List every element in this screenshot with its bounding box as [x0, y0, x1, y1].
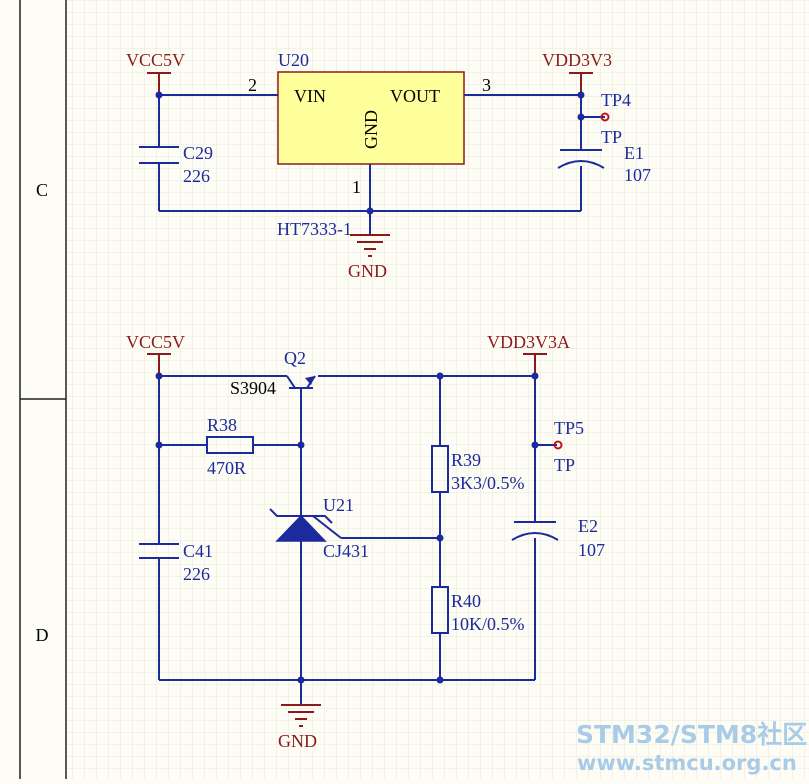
vdd3v3-port: VDD3V3 — [542, 50, 612, 95]
junction — [155, 441, 163, 449]
u20-pin-1: 1 — [352, 177, 361, 197]
r39-ref: R39 — [451, 450, 481, 470]
reference-circuit: VCC5V VDD3V3A — [126, 332, 605, 751]
tp4-value: TP — [601, 127, 622, 147]
watermark-line1: STM32/STM8社区 — [576, 720, 807, 749]
u21-part: CJ431 — [323, 541, 369, 561]
watermark: STM32/STM8社区 www.stmcu.org.cn — [576, 720, 807, 775]
e2-ref: E2 — [578, 516, 598, 536]
u20-regulator[interactable]: U20 VIN VOUT GND 2 3 1 HT7333-1 — [248, 50, 491, 239]
gnd-symbol-bottom: GND — [278, 704, 321, 751]
u21-shunt-regulator[interactable]: U21 CJ431 — [269, 495, 369, 561]
c41-value: 226 — [183, 564, 210, 584]
junction — [577, 91, 585, 99]
vdd3v3a-port: VDD3V3A — [487, 332, 570, 376]
c41-capacitor[interactable]: C41 226 — [139, 541, 213, 584]
junction — [366, 207, 374, 215]
r40-value: 10K/0.5% — [451, 614, 525, 634]
u20-pin-gnd: GND — [361, 110, 381, 149]
junction — [155, 372, 163, 380]
tp5-value: TP — [554, 455, 575, 475]
r40-resistor[interactable]: R40 10K/0.5% — [431, 586, 525, 634]
junction — [155, 91, 163, 99]
c41-ref: C41 — [183, 541, 213, 561]
r40-ref: R40 — [451, 591, 481, 611]
u20-pin-3: 3 — [482, 75, 491, 95]
r38-ref: R38 — [207, 415, 237, 435]
u20-part: HT7333-1 — [277, 219, 352, 239]
u20-pin-2: 2 — [248, 75, 257, 95]
c29-ref: C29 — [183, 143, 213, 163]
e2-value: 107 — [578, 540, 605, 560]
tp4-testpoint[interactable]: TP4 TP — [600, 90, 631, 147]
c29-capacitor[interactable]: C29 226 — [139, 143, 213, 186]
u20-pin-vin: VIN — [294, 86, 326, 106]
q2-transistor[interactable]: Q2 S3904 — [230, 348, 316, 398]
c29-value: 226 — [183, 166, 210, 186]
vdd3v3-label: VDD3V3 — [542, 50, 612, 70]
e2-electrolytic[interactable]: E2 107 — [511, 516, 605, 560]
junction — [577, 113, 585, 121]
zone-label-d: D — [36, 625, 49, 645]
r38-resistor[interactable]: R38 470R — [206, 415, 254, 478]
junction — [531, 372, 539, 380]
r39-value: 3K3/0.5% — [451, 473, 525, 493]
tp4-ref: TP4 — [601, 90, 631, 110]
junction — [436, 372, 444, 380]
q2-ref: Q2 — [284, 348, 306, 368]
junction — [436, 534, 444, 542]
zone-label-c: C — [36, 180, 48, 200]
ldo-circuit: VCC5V VDD3V3 U20 VIN VOUT GND — [126, 50, 651, 281]
junction — [297, 441, 305, 449]
vdd3v3a-label: VDD3V3A — [487, 332, 570, 352]
gnd-symbol-top: GND — [348, 234, 390, 281]
gnd-label-bottom: GND — [278, 731, 317, 751]
r38-value: 470R — [207, 458, 246, 478]
vcc5v-port-bottom: VCC5V — [126, 332, 185, 376]
tp5-ref: TP5 — [554, 418, 584, 438]
u21-ref: U21 — [323, 495, 354, 515]
r39-resistor[interactable]: R39 3K3/0.5% — [431, 445, 525, 493]
junction — [436, 676, 444, 684]
junction — [297, 676, 305, 684]
vcc5v-label-bottom: VCC5V — [126, 332, 185, 352]
q2-part: S3904 — [230, 378, 276, 398]
vcc5v-label-top: VCC5V — [126, 50, 185, 70]
tp5-testpoint[interactable]: TP5 TP — [553, 418, 584, 475]
u20-ref: U20 — [278, 50, 309, 70]
e1-electrolytic[interactable]: E1 107 — [557, 143, 651, 185]
e1-ref: E1 — [624, 143, 644, 163]
u20-pin-vout: VOUT — [390, 86, 440, 106]
watermark-line2: www.stmcu.org.cn — [577, 751, 797, 775]
junction — [531, 441, 539, 449]
e1-value: 107 — [624, 165, 651, 185]
zone-border: C D — [0, 0, 67, 779]
gnd-label-top: GND — [348, 261, 387, 281]
vcc5v-port-top: VCC5V — [126, 50, 185, 95]
